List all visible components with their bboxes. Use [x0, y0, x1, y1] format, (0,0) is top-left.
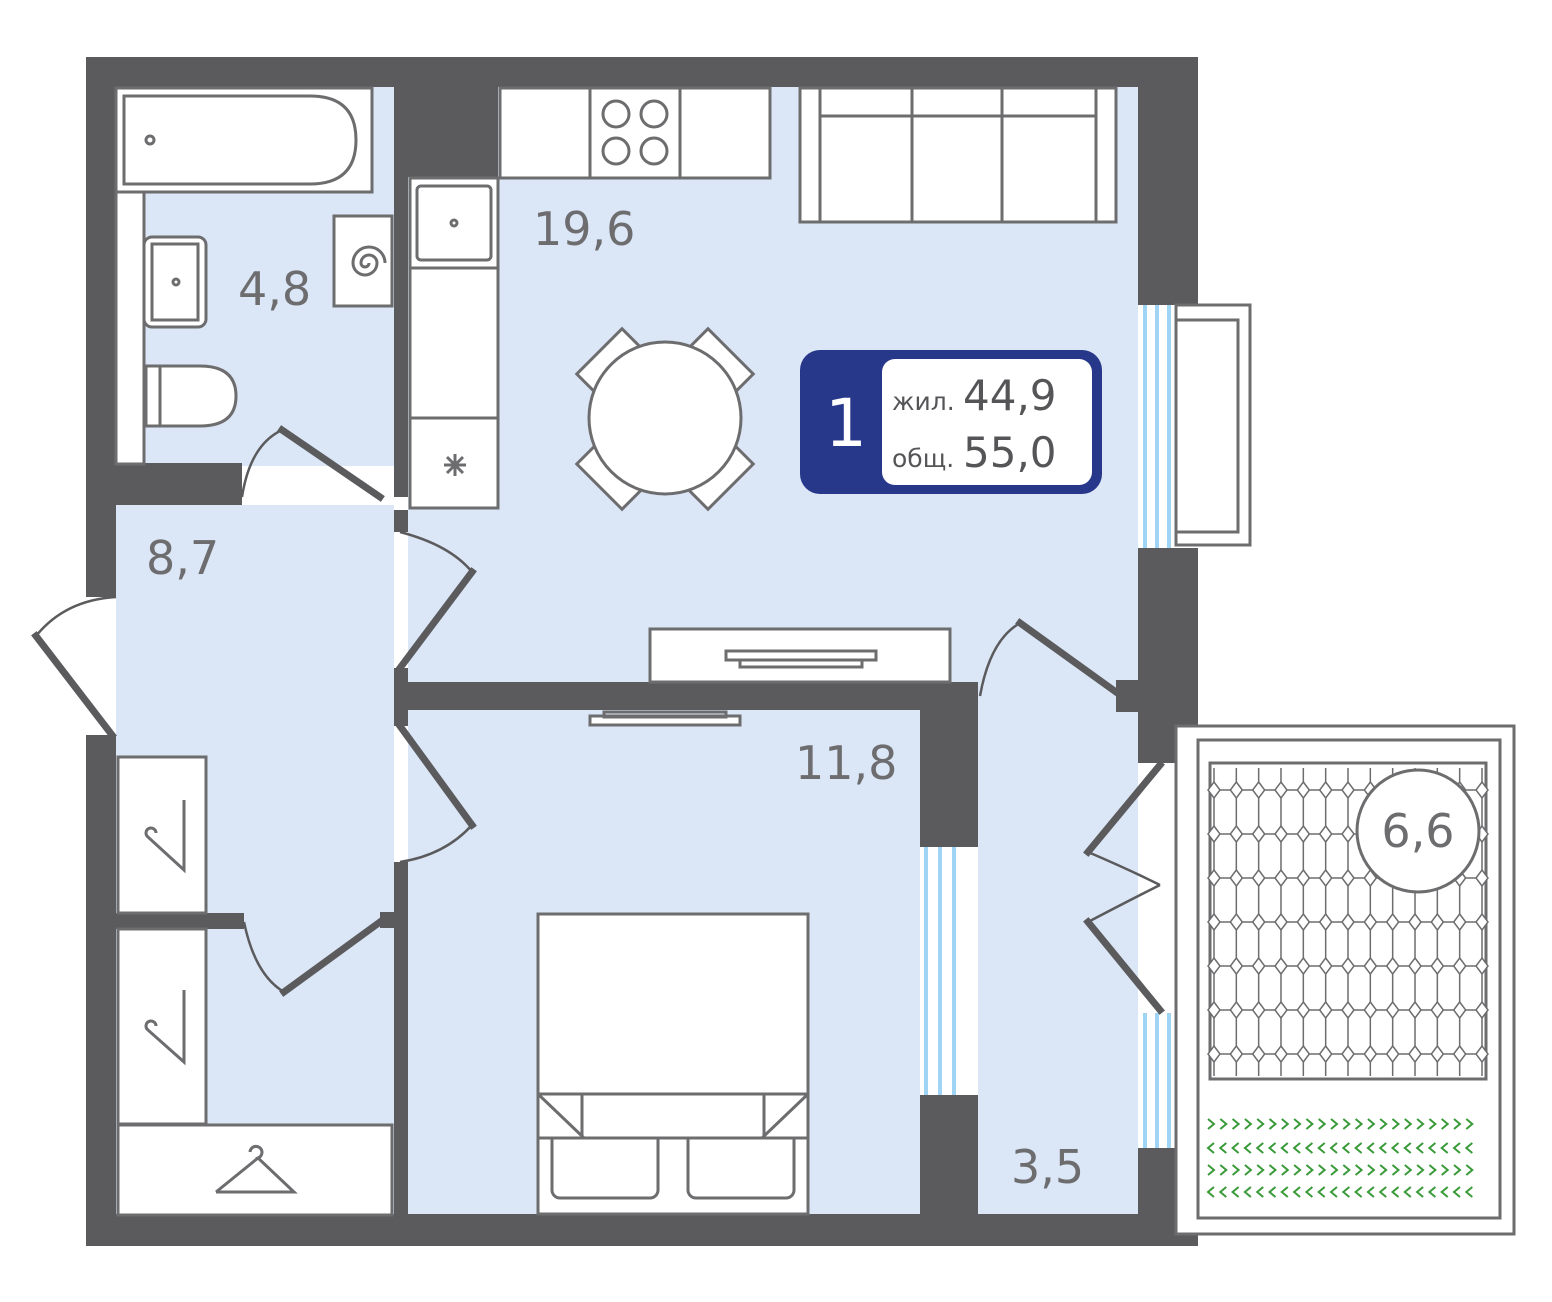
- balcony-door-opening: [1138, 763, 1176, 1013]
- total-area-label: общ.: [892, 444, 954, 473]
- wall-bath-hall: [116, 463, 242, 505]
- total-area-value: 55,0: [963, 428, 1057, 477]
- wall-pillar-top: [394, 57, 498, 177]
- wall-bottom: [86, 1214, 1198, 1246]
- plants-icon: [1206, 1118, 1474, 1198]
- living-area-value: 44,9: [963, 371, 1057, 420]
- closet-bottom: [116, 1123, 394, 1217]
- walls: [86, 57, 1198, 1246]
- wall-left-lower: [86, 735, 116, 1246]
- wall-right-mid-stub: [1116, 680, 1146, 712]
- door-bathroom: [240, 425, 385, 502]
- wall-bed-corridor-lower: [920, 1095, 978, 1215]
- fridge-icon: [444, 454, 466, 476]
- window-frame-outside: [1174, 303, 1252, 547]
- room-labels: 4,8 19,6 8,7 11,8 3,5 6,6: [146, 202, 1481, 1194]
- kitchen-counter: [498, 86, 772, 180]
- window-bedroom: [920, 847, 960, 1095]
- kitchen-side-counter: [408, 176, 500, 510]
- kitchen-living-area: 19,6: [533, 202, 635, 256]
- hanger-icon: [144, 800, 186, 874]
- bathtub-icon: [114, 86, 374, 194]
- hanger-icon: [144, 990, 186, 1066]
- closet-lower: [116, 927, 208, 1126]
- window-corridor: [1138, 1013, 1176, 1148]
- apartment-badge: 1 жил. 44,9 общ. 55,0: [800, 350, 1102, 494]
- corridor-area: 3,5: [1011, 1140, 1084, 1194]
- door-living: [395, 530, 477, 673]
- rooms-count: 1: [825, 385, 867, 462]
- wall-hall-bed-stub: [380, 912, 408, 928]
- bathroom-side-wall: [114, 190, 146, 466]
- wall-hall-bed-lower: [394, 862, 408, 1215]
- dining-table-icon: [574, 326, 756, 512]
- boiler-icon: [332, 214, 394, 308]
- bathroom-area: 4,8: [238, 262, 311, 316]
- wall-top: [86, 57, 1198, 87]
- tv-stand-icon: [648, 627, 952, 684]
- door-corridor: [978, 618, 1121, 697]
- toilet-icon: [144, 364, 238, 428]
- stove-icon: [601, 99, 669, 166]
- door-bedroom: [395, 721, 477, 864]
- sofa-icon: [798, 86, 1118, 224]
- windows: [920, 305, 1176, 1148]
- door-balcony: [1083, 760, 1165, 1015]
- window-living: [1138, 305, 1176, 548]
- door-closet: [242, 917, 385, 997]
- wall-hall-living-stub: [394, 510, 408, 532]
- badge-inner: [882, 359, 1092, 485]
- wall-living-bed: [394, 682, 978, 710]
- balcony-area: 6,6: [1381, 804, 1454, 858]
- hanger-icon: [215, 1144, 298, 1194]
- doors: [31, 425, 1165, 1015]
- wall-closet-divider: [116, 913, 244, 929]
- sink-icon: [142, 235, 208, 329]
- wall-right-top: [1138, 57, 1198, 305]
- bedroom-area: 11,8: [795, 736, 897, 790]
- tv-icon: [588, 710, 742, 727]
- wall-bath-living: [394, 57, 408, 497]
- door-entrance: [31, 595, 117, 740]
- bed-icon: [536, 912, 810, 1216]
- wall-left-upper: [86, 57, 116, 597]
- closet-upper: [116, 755, 208, 915]
- living-area-label: жил.: [892, 387, 955, 416]
- wall-bed-corridor-upper: [920, 682, 978, 847]
- balcony-area-circle: [1355, 768, 1481, 894]
- hallway-area: 8,7: [146, 531, 219, 585]
